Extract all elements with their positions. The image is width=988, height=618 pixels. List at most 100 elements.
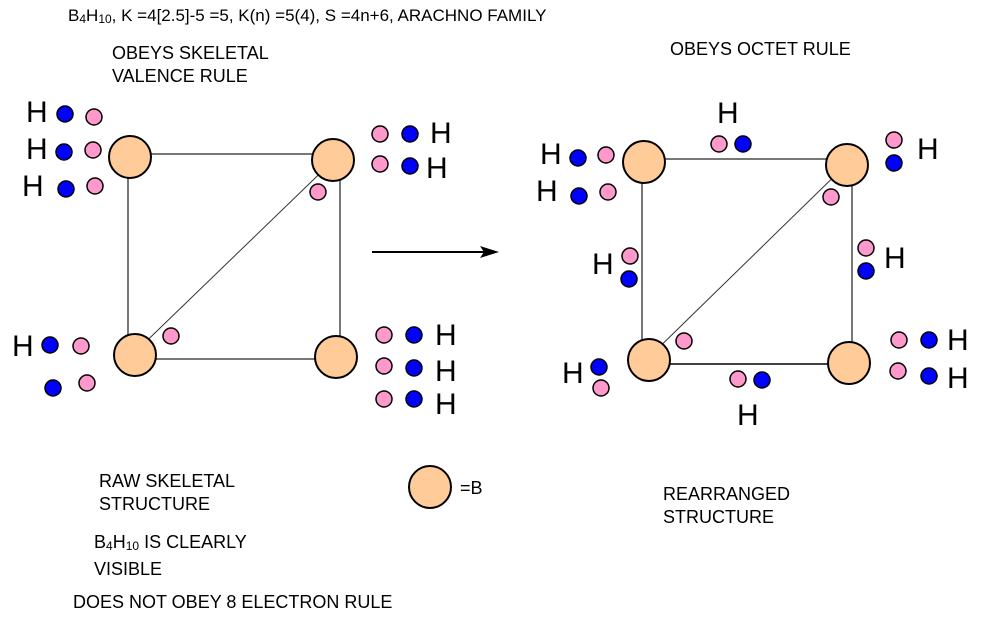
hydrogen-electron xyxy=(734,135,752,153)
boron-electron xyxy=(375,357,393,375)
boron-electron xyxy=(599,183,617,201)
hydrogen-electron xyxy=(885,154,903,172)
hydrogen-electron xyxy=(920,367,938,385)
note-hydrogen-symbol: H xyxy=(112,532,126,552)
left-heading-line2: VALENCE RULE xyxy=(112,66,248,86)
boron-electron xyxy=(371,125,389,143)
boron-electron xyxy=(72,337,90,355)
formula-title: B4H10, K =4[2.5]-5 =5, K(n) =5(4), S =4n… xyxy=(68,4,546,31)
boron-electron xyxy=(86,177,104,195)
hydrogen-electron xyxy=(55,143,73,161)
right-heading: OBEYS OCTET RULE xyxy=(670,39,851,59)
boron-electron xyxy=(889,362,907,380)
boron-top-right xyxy=(825,143,869,187)
hydrogen-label: H xyxy=(536,175,558,208)
boron-electron xyxy=(822,188,840,206)
hydrogen-label: H xyxy=(737,399,759,432)
boron-electron xyxy=(375,390,393,408)
hydrogen-electron xyxy=(405,359,423,377)
bond-diagonal xyxy=(641,158,853,365)
boron-bottom-right xyxy=(827,341,871,385)
hydrogen-label: H xyxy=(562,357,584,390)
boron-electron xyxy=(675,332,693,350)
hydrogen-label: H xyxy=(435,355,457,388)
hydrogen-electron xyxy=(570,187,588,205)
hydrogen-label: H xyxy=(884,242,906,275)
boron-top-right xyxy=(311,138,355,182)
hydrogen-label: H xyxy=(426,152,448,185)
legend-boron-icon xyxy=(408,465,452,509)
title-rest: , K =4[2.5]-5 =5, K(n) =5(4), S =4n+6, A… xyxy=(111,6,547,25)
arrow-head-icon xyxy=(480,246,499,258)
hydrogen-electron xyxy=(405,390,423,408)
hydrogen-label: H xyxy=(947,362,969,395)
hydrogen-label: H xyxy=(435,388,457,421)
boron-electron xyxy=(890,331,908,349)
boron-electron xyxy=(857,239,875,257)
legend-label: =B xyxy=(460,478,483,498)
hydrogen-label: H xyxy=(430,117,452,150)
left-caption-line1: RAW SKELETAL xyxy=(99,471,236,491)
boron-electron xyxy=(85,108,103,126)
boron-electron xyxy=(371,155,389,173)
left-caption: RAW SKELETAL STRUCTURE xyxy=(99,470,235,516)
hydrogen-label: H xyxy=(717,97,739,130)
hydrogen-electron xyxy=(405,326,423,344)
note-line1-rest: IS CLEARLY xyxy=(139,532,247,552)
hydrogen-electron xyxy=(401,125,419,143)
boron-electron xyxy=(592,379,610,397)
visible-note-line2: VISIBLE xyxy=(94,559,163,579)
hydrogen-label: H xyxy=(592,248,614,281)
boron-top-left xyxy=(108,135,152,179)
hydrogen-electron xyxy=(620,270,638,288)
hydrogen-electron xyxy=(56,105,74,123)
hydrogen-electron xyxy=(590,358,608,376)
title-hydrogen-count: 10 xyxy=(98,12,112,26)
title-hydrogen-symbol: H xyxy=(86,6,99,25)
boron-electron xyxy=(621,247,639,265)
boron-electron xyxy=(84,141,102,159)
title-boron-count: 4 xyxy=(79,12,87,26)
boron-electron xyxy=(729,370,747,388)
note-boron-count: 4 xyxy=(106,539,113,553)
hydrogen-label: H xyxy=(435,319,457,352)
right-caption: REARRANGED STRUCTURE xyxy=(663,483,790,529)
right-caption-line1: REARRANGED xyxy=(663,484,791,504)
reaction-arrow xyxy=(372,246,499,258)
boron-electron xyxy=(162,327,180,345)
left-caption-line2: STRUCTURE xyxy=(99,494,210,514)
hydrogen-electron xyxy=(753,371,771,389)
boron-electron xyxy=(885,131,903,149)
hydrogen-label: H xyxy=(22,170,44,203)
visible-note-line1: B4H10 IS CLEARLY xyxy=(94,531,247,558)
boron-bottom-left xyxy=(627,338,671,382)
boron-bottom-left xyxy=(113,333,157,377)
hydrogen-label: H xyxy=(947,324,969,357)
hydrogen-label: H xyxy=(26,133,48,166)
boron-electron xyxy=(309,183,327,201)
right-caption-line2: STRUCTURE xyxy=(663,507,774,527)
hydrogen-electron xyxy=(920,331,938,349)
hydrogen-label: H xyxy=(917,133,939,166)
bond-diagonal xyxy=(127,153,341,360)
hydrogen-electron xyxy=(57,180,75,198)
boron-electron xyxy=(375,326,393,344)
boron-electron xyxy=(78,374,96,392)
hydrogen-label: H xyxy=(26,96,48,129)
hydrogen-electron xyxy=(569,149,587,167)
hydrogen-electron xyxy=(41,336,59,354)
octet-note: DOES NOT OBEY 8 ELECTRON RULE xyxy=(73,592,393,612)
visible-note: B4H10 IS CLEARLY VISIBLE xyxy=(94,531,247,581)
note-hydrogen-count: 10 xyxy=(125,539,140,553)
hydrogen-electron xyxy=(401,157,419,175)
legend: =B xyxy=(408,465,483,509)
left-heading: OBEYS SKELETAL VALENCE RULE xyxy=(112,42,269,88)
hydrogen-electron xyxy=(44,379,62,397)
boron-top-left xyxy=(622,140,666,184)
title-boron-symbol: B xyxy=(68,6,80,25)
left-heading-line1: OBEYS SKELETAL xyxy=(112,43,269,63)
hydrogen-label: H xyxy=(540,138,562,171)
